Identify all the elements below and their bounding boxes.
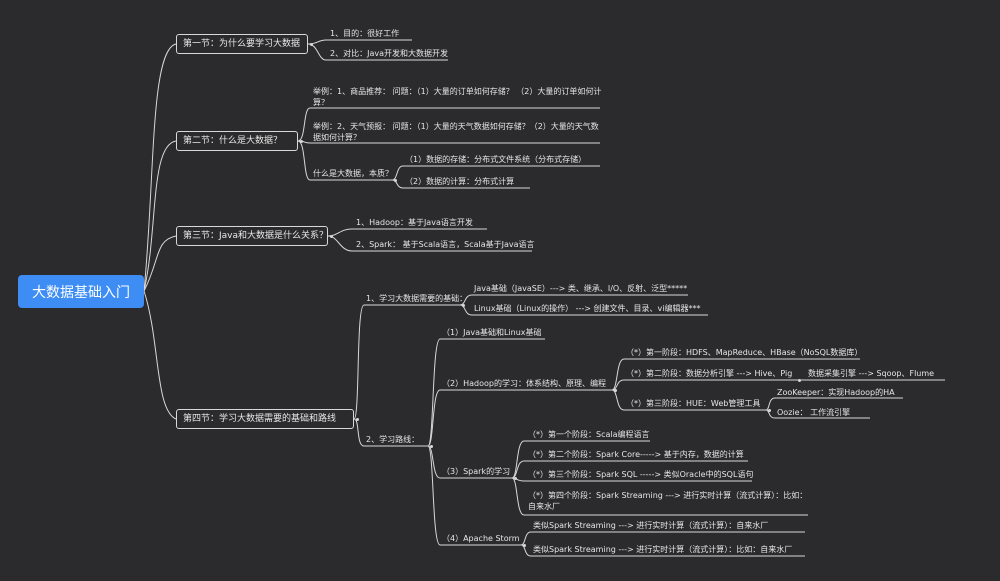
- hadoop-stage-2[interactable]: （*）第二阶段：数据分析引擎 ---> Hive、Pig: [626, 369, 793, 378]
- section-1-node[interactable]: 第一节：为什么要学习大数据: [176, 34, 308, 54]
- s3-item-1[interactable]: 1、Hadoop：基于Java语言开发: [356, 218, 473, 227]
- s2-essence-item-2[interactable]: （2）数据的计算：分布式计算: [405, 177, 515, 186]
- spark-stage-2[interactable]: （*）第二个阶段：Spark Core-----> 基于内存，数据的计算: [528, 450, 744, 459]
- s2-item-1[interactable]: 举例：1、商品推荐： 问题：（1）大量的订单如何存储？ （2）大量的订单如何计算…: [313, 87, 602, 107]
- s2-item-2[interactable]: 举例：2、天气预报： 问题：（1）大量的天气数据如何存储？（2）大量的天气数据如…: [313, 122, 599, 142]
- route-spark-label[interactable]: （3）Spark的学习: [442, 467, 511, 476]
- route-storm-label[interactable]: （4）Apache Storm: [442, 534, 520, 543]
- s1-item-2[interactable]: 2、对比：Java开发和大数据开发: [330, 49, 448, 58]
- collapse-dot-essence[interactable]: [394, 179, 397, 182]
- collapse-dot-s4[interactable]: [356, 418, 359, 421]
- connector-root-s2: [143, 140, 177, 292]
- spark-stage-3[interactable]: （*）第三个阶段：Spark SQL -----> 类似Oracle中的SQL语…: [528, 470, 754, 479]
- s2-essence-item-1[interactable]: （1）数据的存储：分布式文件系统（分布式存储）: [405, 155, 587, 164]
- collapse-dot-stage3[interactable]: [768, 409, 771, 412]
- collapse-dot-route[interactable]: [430, 445, 433, 448]
- collapse-dot-spark[interactable]: [514, 477, 517, 480]
- s3-item-2[interactable]: 2、Spark： 基于Scala语言，Scala基于Java语言: [356, 240, 535, 249]
- s4-route-label[interactable]: 2、学习路线：: [366, 435, 420, 444]
- storm-item-1[interactable]: 类似Spark Streaming ---> 进行实时计算（流式计算）：自来水厂: [533, 521, 769, 530]
- hadoop-stage-3[interactable]: （*）第三阶段：HUE：Web管理工具: [626, 399, 761, 408]
- section-3-node[interactable]: 第三节：Java和大数据是什么关系？: [176, 226, 328, 246]
- collapse-dot-storm[interactable]: [523, 544, 526, 547]
- s4-foundation-label[interactable]: 1、学习大数据需要的基础：: [366, 294, 468, 303]
- hadoop-stage-3-item-1[interactable]: ZooKeeper：实现Hadoop的HA: [777, 388, 895, 397]
- section-2-node[interactable]: 第二节：什么是大数据？: [176, 131, 298, 151]
- hadoop-stage-1[interactable]: （*）第一阶段：HDFS、MapReduce、HBase（NoSQL数据库）: [626, 348, 863, 357]
- collapse-dot-hadoop[interactable]: [614, 389, 617, 392]
- spark-stage-4[interactable]: （*）第四个阶段：Spark Streaming ---> 进行实时计算（流式计…: [528, 491, 808, 511]
- collapse-dot-foundation[interactable]: [462, 304, 465, 307]
- s2-essence-label[interactable]: 什么是大数据，本质？: [313, 169, 393, 178]
- s1-item-1[interactable]: 1、目的：很好工作: [330, 29, 400, 38]
- hadoop-stage-2-extra[interactable]: 数据采集引擎 ---> Sqoop、Flume: [808, 369, 935, 378]
- route-step-1[interactable]: （1）Java基础和Linux基础: [442, 328, 542, 337]
- connector-root-s4: [143, 290, 177, 420]
- collapse-dot-stage2[interactable]: [798, 379, 801, 382]
- route-hadoop-label[interactable]: （2）Hadoop的学习：体系结构、原理、编程: [442, 379, 606, 388]
- collapse-dot-s3[interactable]: [330, 235, 333, 238]
- storm-item-2[interactable]: 类似Spark Streaming ---> 进行实时计算（流式计算）：比如：自…: [533, 545, 793, 554]
- spark-stage-1[interactable]: （*）第一个阶段：Scala编程语言: [528, 430, 650, 439]
- s4-foundation-item-2[interactable]: Linux基础（Linux的操作） ---> 创建文件、目录、vi编辑器***: [474, 304, 701, 313]
- connector-root-s1: [143, 43, 177, 292]
- root-node[interactable]: 大数据基础入门: [18, 275, 144, 308]
- connector-root-s3: [143, 235, 177, 292]
- collapse-dot-s1[interactable]: [310, 43, 313, 46]
- section-4-node[interactable]: 第四节：学习大数据需要的基础和路线: [176, 409, 354, 429]
- hadoop-stage-3-item-2[interactable]: Oozie： 工作流引擎: [777, 408, 851, 417]
- collapse-dot-s2[interactable]: [300, 140, 303, 143]
- s4-foundation-item-1[interactable]: Java基础（JavaSE）---> 类、继承、I/O、反射、泛型*****: [474, 284, 688, 293]
